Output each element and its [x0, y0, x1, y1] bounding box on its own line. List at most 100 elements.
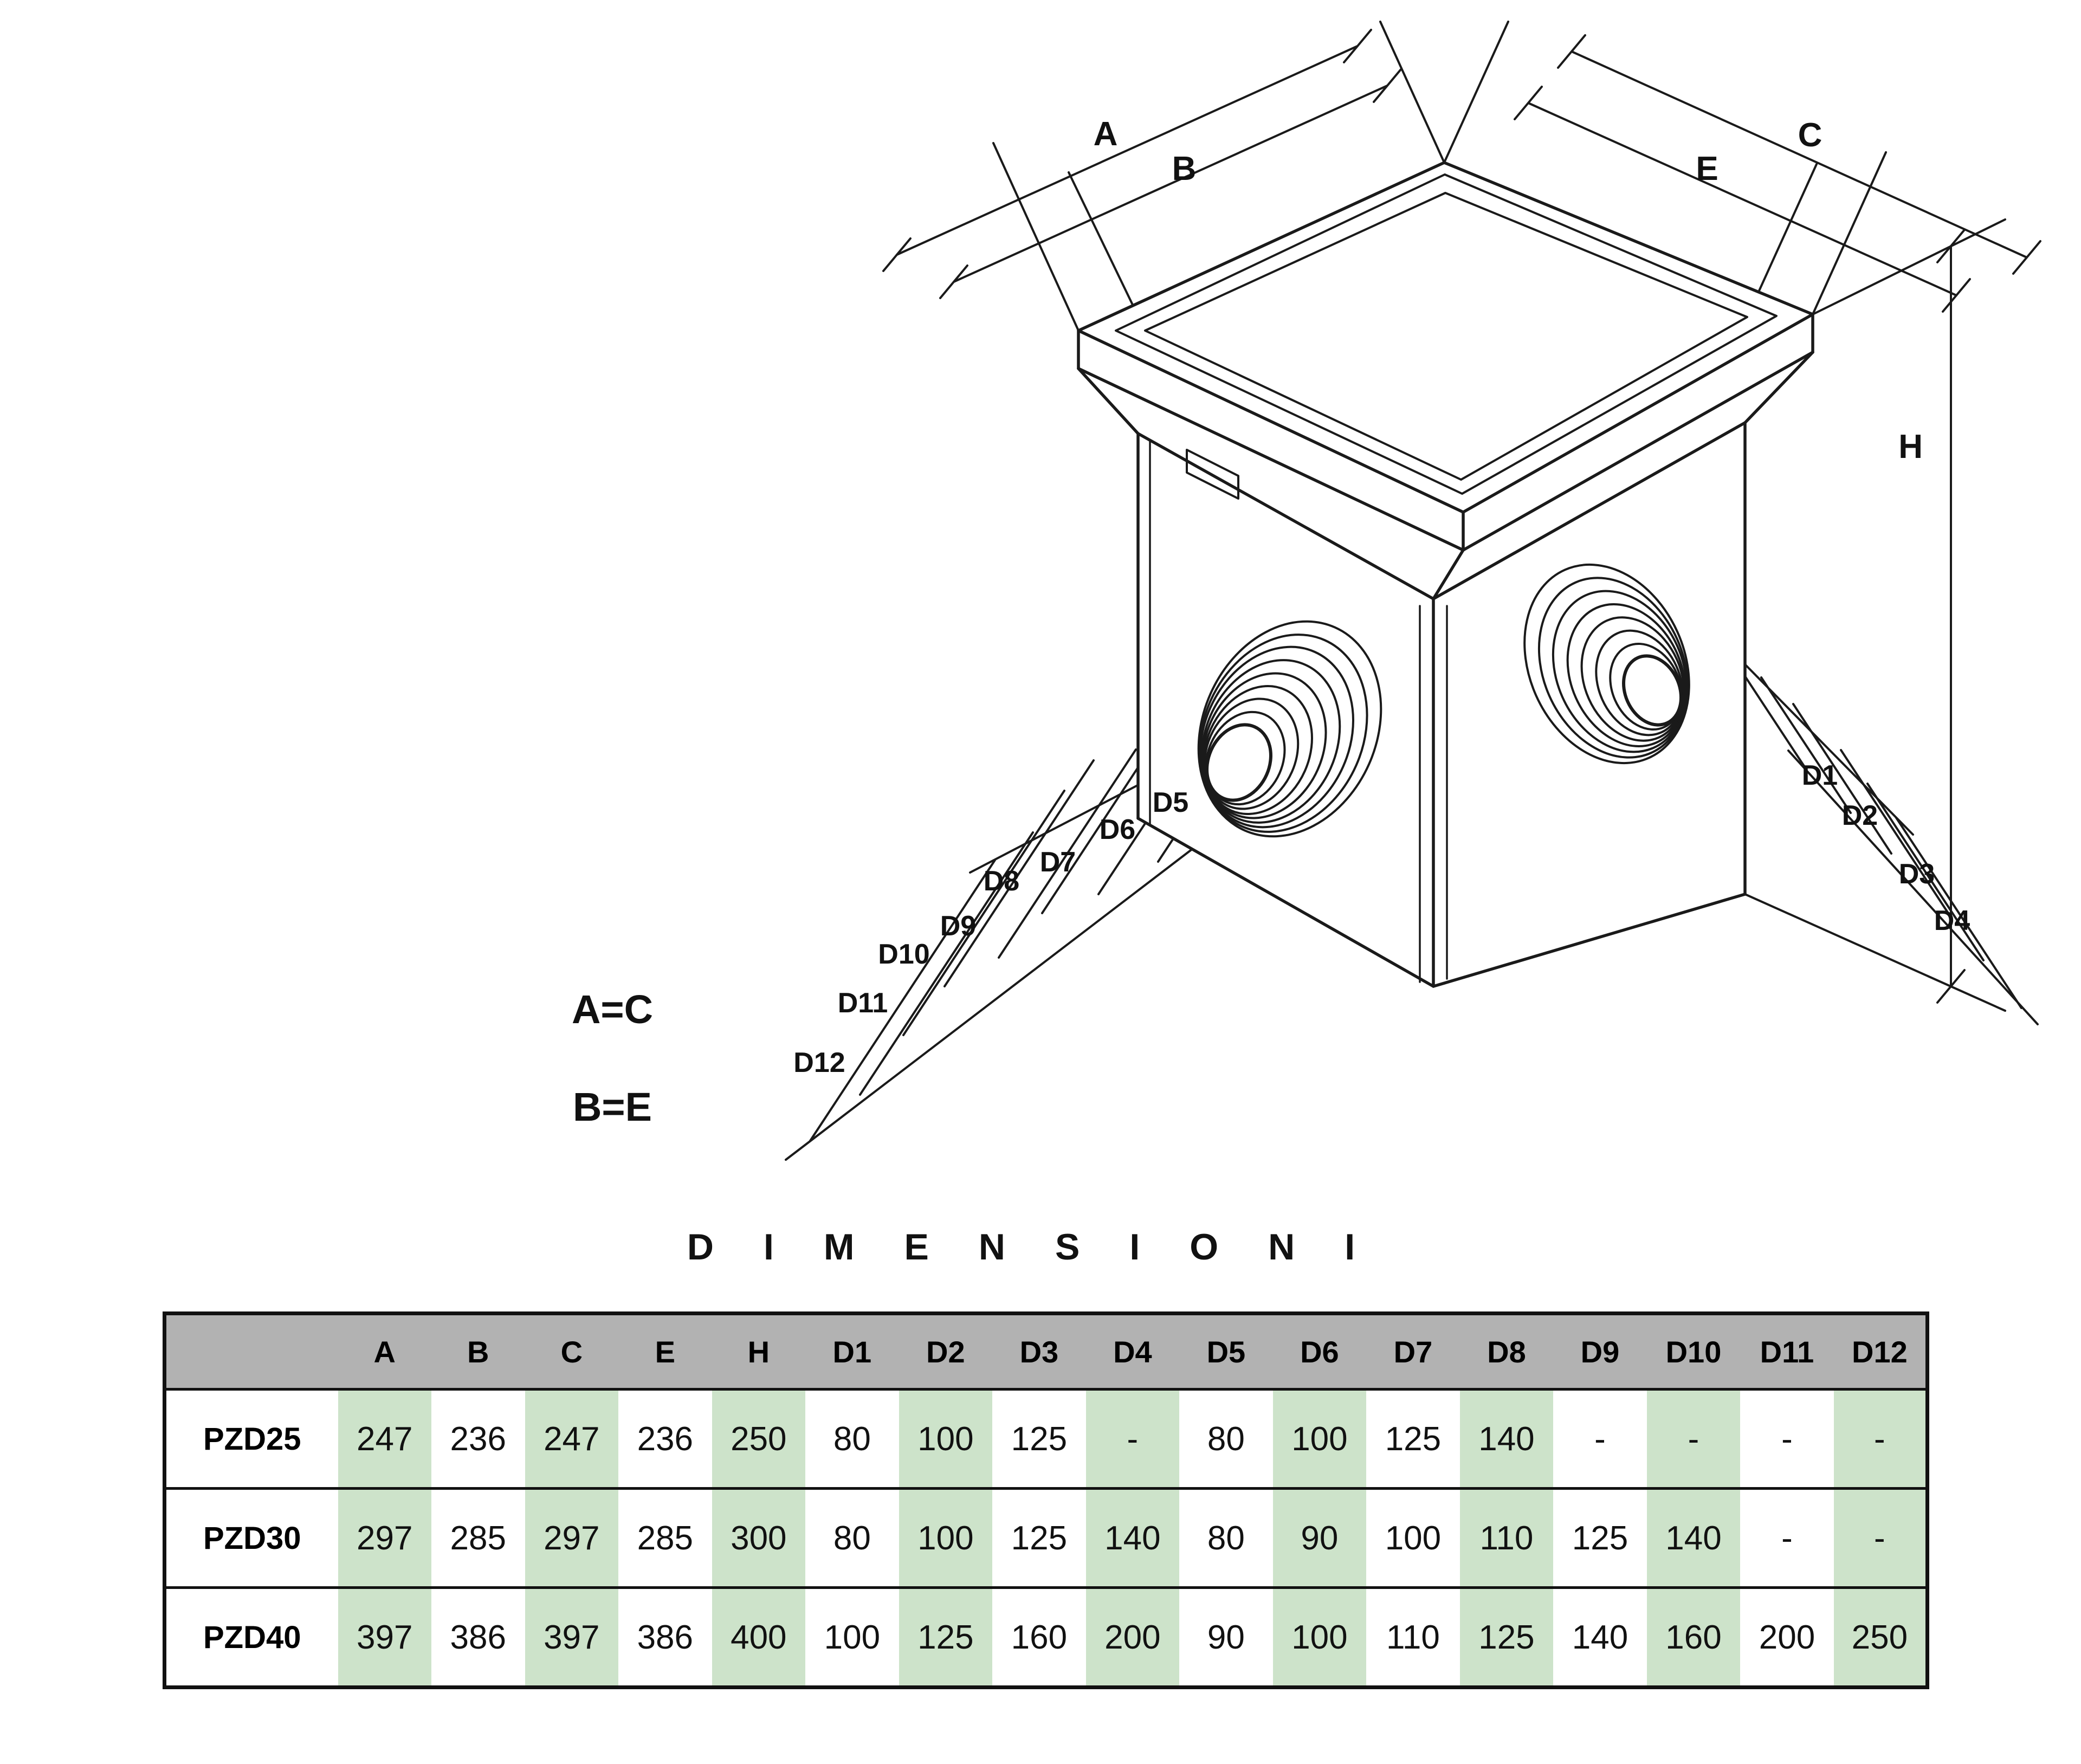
cell: 90: [1207, 1618, 1245, 1656]
technical-drawing: A B E C H D1 D2 D3 D4 D5 D6 D7 D8 D9 D10…: [572, 21, 2041, 1161]
col-header-d10: D10: [1646, 1313, 1741, 1390]
cell: -: [1781, 1420, 1793, 1458]
cell: -: [1781, 1519, 1793, 1557]
dim-label-d11: D11: [838, 987, 888, 1019]
cell: 100: [1272, 1587, 1367, 1688]
cell: -: [1646, 1389, 1741, 1489]
cell: 297: [525, 1488, 619, 1588]
note-b-equals-e: B=E: [573, 1084, 652, 1129]
dimensions-table: A B C E H D1 D2 D3 D4 D5 D6 D7 D8 D9 D10…: [163, 1311, 1929, 1689]
model-name: PZD30: [164, 1488, 338, 1588]
left-pipe-rings: [1197, 620, 1382, 838]
cell: -: [1594, 1420, 1606, 1458]
cell: 125: [899, 1587, 993, 1688]
corner-cell: [164, 1313, 338, 1390]
dim-label-a: A: [1094, 115, 1118, 153]
col-header-d12: D12: [1833, 1313, 1928, 1390]
cell: -: [1833, 1389, 1928, 1489]
cell: 90: [1272, 1488, 1367, 1588]
header-row: A B C E H D1 D2 D3 D4 D5 D6 D7 D8 D9 D10…: [164, 1313, 1928, 1390]
col-header-d7: D7: [1366, 1313, 1460, 1390]
cell: -: [1085, 1389, 1180, 1489]
dim-label-b: B: [1172, 150, 1197, 188]
dim-label-d3: D3: [1899, 858, 1935, 890]
cell: 236: [637, 1420, 694, 1458]
cell: 140: [1085, 1488, 1180, 1588]
cell: 200: [1759, 1618, 1815, 1656]
cell: 100: [1385, 1519, 1442, 1557]
dim-label-c: C: [1798, 117, 1823, 154]
dim-label-d2: D2: [1842, 800, 1878, 831]
model-name: PZD25: [164, 1389, 338, 1489]
table-title: DIMENSIONI: [687, 1226, 1405, 1268]
cell: 125: [1572, 1519, 1628, 1557]
dim-label-d10: D10: [878, 939, 929, 970]
cell: 125: [1011, 1519, 1068, 1557]
col-header-a: A: [338, 1313, 432, 1390]
col-header-d1: D1: [805, 1313, 899, 1390]
cell: 80: [833, 1420, 871, 1458]
col-header-b: B: [431, 1313, 525, 1390]
dim-label-d5: D5: [1153, 787, 1188, 818]
cell: 100: [899, 1488, 993, 1588]
cell: 400: [712, 1587, 806, 1688]
col-header-d11: D11: [1740, 1313, 1834, 1390]
cell: 140: [1572, 1618, 1628, 1656]
cell: 125: [1459, 1587, 1554, 1688]
col-header-d8: D8: [1459, 1313, 1554, 1390]
cell: 80: [833, 1519, 871, 1557]
cell: 160: [1646, 1587, 1741, 1688]
cell: 110: [1459, 1488, 1554, 1588]
col-header-d3: D3: [992, 1313, 1086, 1390]
dim-label-d1: D1: [1802, 760, 1838, 791]
cell: 285: [637, 1519, 694, 1557]
cell: 297: [338, 1488, 432, 1588]
cell: 140: [1459, 1389, 1554, 1489]
cell: 100: [824, 1618, 881, 1656]
cell: 397: [338, 1587, 432, 1688]
dim-label-d12: D12: [793, 1047, 845, 1078]
cell: 200: [1085, 1587, 1180, 1688]
cell: 125: [1385, 1420, 1442, 1458]
cell: 250: [1833, 1587, 1928, 1688]
dim-label-d6: D6: [1100, 814, 1135, 845]
col-header-d9: D9: [1553, 1313, 1647, 1390]
cell: 140: [1646, 1488, 1741, 1588]
cell: 160: [1011, 1618, 1068, 1656]
note-a-equals-c: A=C: [572, 987, 653, 1032]
right-pipe-rings: [1523, 563, 1690, 765]
col-header-h: H: [712, 1313, 806, 1390]
col-header-e: E: [618, 1313, 712, 1390]
col-header-c: C: [525, 1313, 619, 1390]
dim-label-d9: D9: [940, 910, 976, 942]
table-row-pzd40: PZD40 397 386 397 386 400 100 125 160 20…: [164, 1587, 1928, 1688]
col-header-d6: D6: [1272, 1313, 1367, 1390]
table-row-pzd30: PZD30 297 285 297 285 300 80 100 125 140…: [164, 1488, 1928, 1588]
col-header-d5: D5: [1179, 1313, 1273, 1390]
col-header-d4: D4: [1085, 1313, 1180, 1390]
dim-label-d4: D4: [1934, 905, 1970, 936]
cell: 100: [1272, 1389, 1367, 1489]
cell: 100: [899, 1389, 993, 1489]
cell: 300: [712, 1488, 806, 1588]
cell: 80: [1207, 1420, 1245, 1458]
model-name: PZD40: [164, 1587, 338, 1688]
col-header-d2: D2: [899, 1313, 993, 1390]
table-row-pzd25: PZD25 247 236 247 236 250 80 100 125 - 8…: [164, 1389, 1928, 1489]
dim-label-d8: D8: [984, 865, 1019, 897]
cell: 80: [1207, 1519, 1245, 1557]
cell: -: [1833, 1488, 1928, 1588]
table-header: A B C E H D1 D2 D3 D4 D5 D6 D7 D8 D9 D10…: [164, 1313, 1928, 1390]
dimension-labels: A B E C H D1 D2 D3 D4 D5 D6 D7 D8 D9 D10…: [572, 115, 1970, 1129]
dim-label-e: E: [1696, 150, 1718, 188]
cell: 397: [525, 1587, 619, 1688]
cell: 386: [637, 1618, 694, 1656]
cell: 285: [450, 1519, 506, 1557]
dim-label-h: H: [1898, 428, 1923, 466]
dim-label-d7: D7: [1040, 847, 1076, 878]
cell: 386: [450, 1618, 506, 1656]
cell: 250: [712, 1389, 806, 1489]
cell: 110: [1386, 1618, 1440, 1656]
cell: 247: [338, 1389, 432, 1489]
